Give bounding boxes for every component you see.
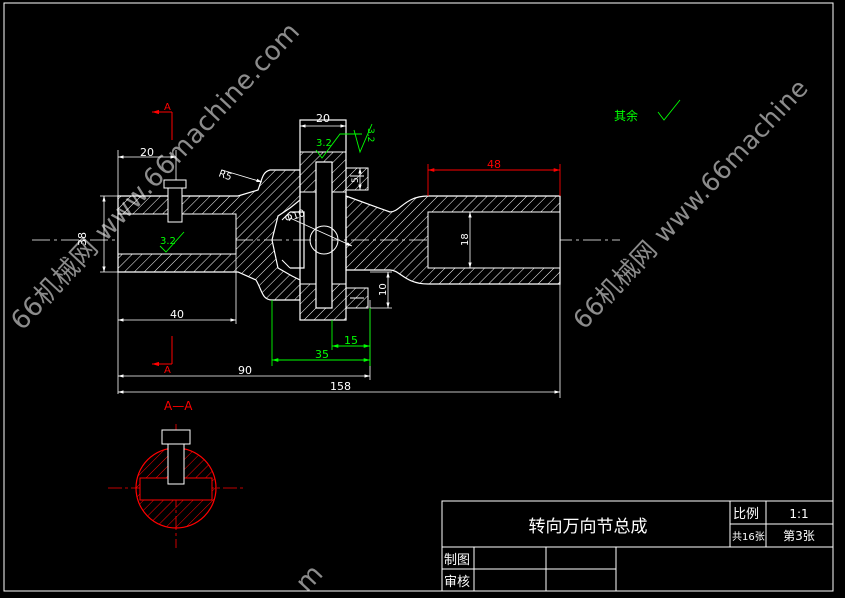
section-cut-markers [152,109,173,367]
title-block-checked-label: 审核 [444,575,470,590]
dim-48-red [427,164,561,196]
roughness-r1: 3.2 [316,138,332,149]
left-yoke-shaft [117,169,305,301]
dim-90: 90 [238,364,252,377]
title-block-total-sheets: 共16张 [732,531,765,543]
section-label-bottom: A [164,365,171,376]
right-yoke-shaft [345,195,561,285]
title-block-grid [441,500,834,592]
dim-40: 40 [170,308,184,321]
roughness-general-label: 其余 [614,108,638,123]
title-block-sheet-no: 第3张 [783,529,815,543]
dim-20-top: 20 [316,112,330,125]
dim-18: 18 [460,233,471,246]
dim-10: 10 [378,283,389,296]
dim-35: 35 [315,348,329,361]
title-block-scale-value: 1:1 [789,507,808,521]
dim-r5: R5 [217,168,233,183]
roughness-r2: 3.2 [160,236,176,247]
roughness-r3: 3.2 [365,128,375,142]
dim-5: 5 [351,177,361,183]
sheet-border [3,2,834,592]
cross-bearing-assembly [299,119,369,321]
title-block-drawn-label: 制图 [444,553,470,568]
dim-20-left: 20 [140,146,154,159]
dim-15: 15 [344,334,358,347]
dim-green [271,300,371,366]
dimensions [100,124,561,398]
section-view-aa [108,424,244,548]
title-block-title: 转向万向节总成 [529,517,648,537]
dim-38: 38 [76,232,89,246]
dim-158: 158 [330,380,351,393]
section-label-top: A [164,102,171,113]
title-block-scale-label: 比例 [733,507,759,522]
roughness-symbols [159,99,681,253]
dim-48: 48 [487,158,501,171]
section-view-title: A—A [164,399,193,413]
